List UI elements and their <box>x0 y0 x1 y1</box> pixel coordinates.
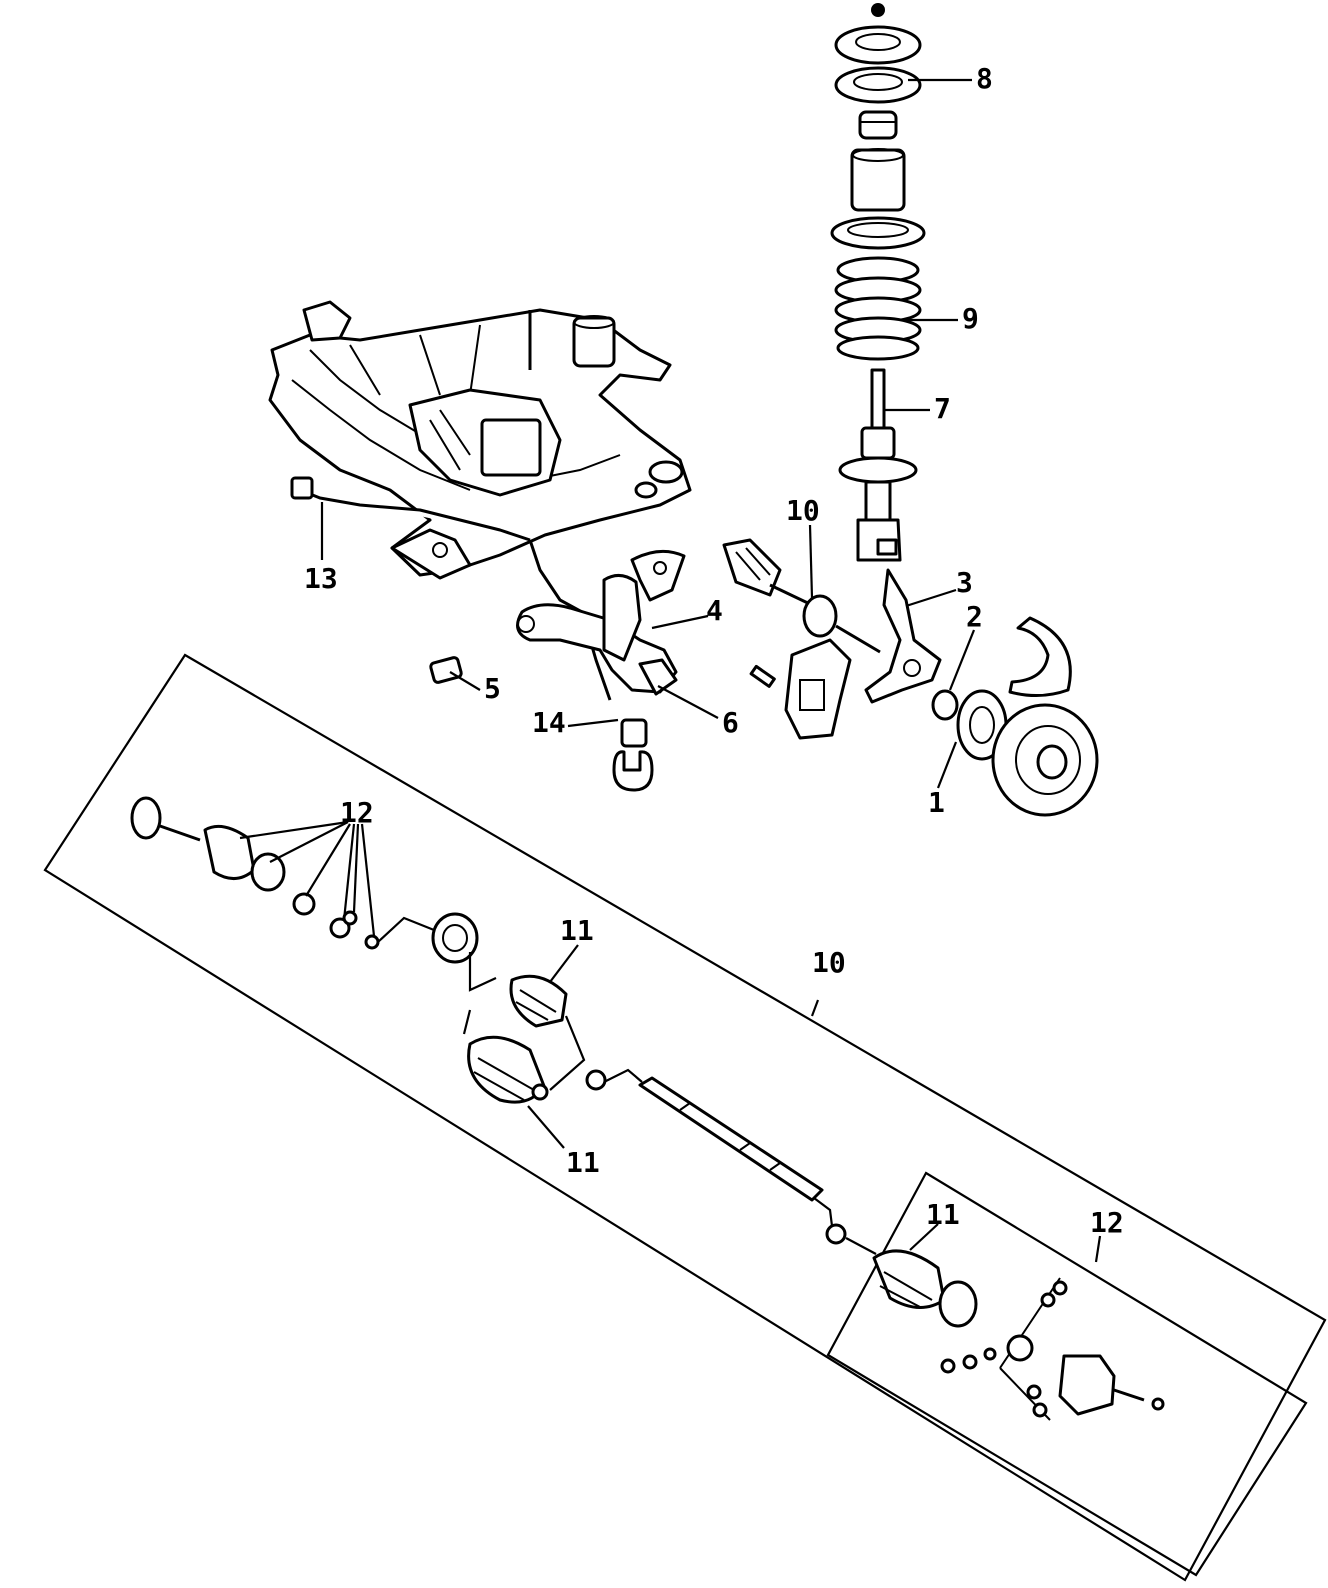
subframe <box>268 300 692 580</box>
drive-axle-exploded-frame <box>43 653 1327 1582</box>
callout-11-upper: 11 <box>560 914 594 947</box>
callout-7: 7 <box>934 392 951 425</box>
callout-10-exploded: 10 <box>812 946 846 979</box>
cv-boots <box>431 912 607 1104</box>
callout-11-lower: 11 <box>566 1146 600 1179</box>
callout-10-installed: 10 <box>786 494 820 527</box>
callout-3: 3 <box>956 566 973 599</box>
axle-shaft <box>638 1076 847 1245</box>
callout-11-inner: 11 <box>926 1198 960 1231</box>
callout-8: 8 <box>976 62 993 95</box>
callout-13: 13 <box>304 562 338 595</box>
strut-shock <box>838 368 918 562</box>
coil-spring <box>834 256 922 361</box>
callout-2: 2 <box>966 600 983 633</box>
drive-axle-installed <box>722 538 881 654</box>
brake-rotor <box>991 703 1099 817</box>
leader-lines <box>239 78 1102 1263</box>
callout-5: 5 <box>484 672 501 705</box>
callout-9: 9 <box>962 302 979 335</box>
callout-12-inner: 12 <box>1090 1206 1124 1239</box>
outer-cv-joint-kit <box>130 796 380 950</box>
callout-4: 4 <box>706 594 723 627</box>
callout-14: 14 <box>532 706 566 739</box>
callout-1: 1 <box>928 786 945 819</box>
hub-bearing <box>931 689 1008 761</box>
callout-6: 6 <box>722 706 739 739</box>
lower-control-arm <box>516 549 686 696</box>
callout-labels: 1 2 3 4 5 6 7 8 9 10 10 11 11 11 12 12 1… <box>304 62 1124 1239</box>
bushing <box>429 656 654 792</box>
strut-mount-assembly <box>830 3 926 250</box>
steering-knuckle <box>864 568 942 704</box>
callout-12-outer: 12 <box>340 796 374 829</box>
inner-cv-joint-kit <box>872 1249 1165 1421</box>
brake-caliper <box>749 638 852 740</box>
splash-shield <box>1008 616 1072 697</box>
